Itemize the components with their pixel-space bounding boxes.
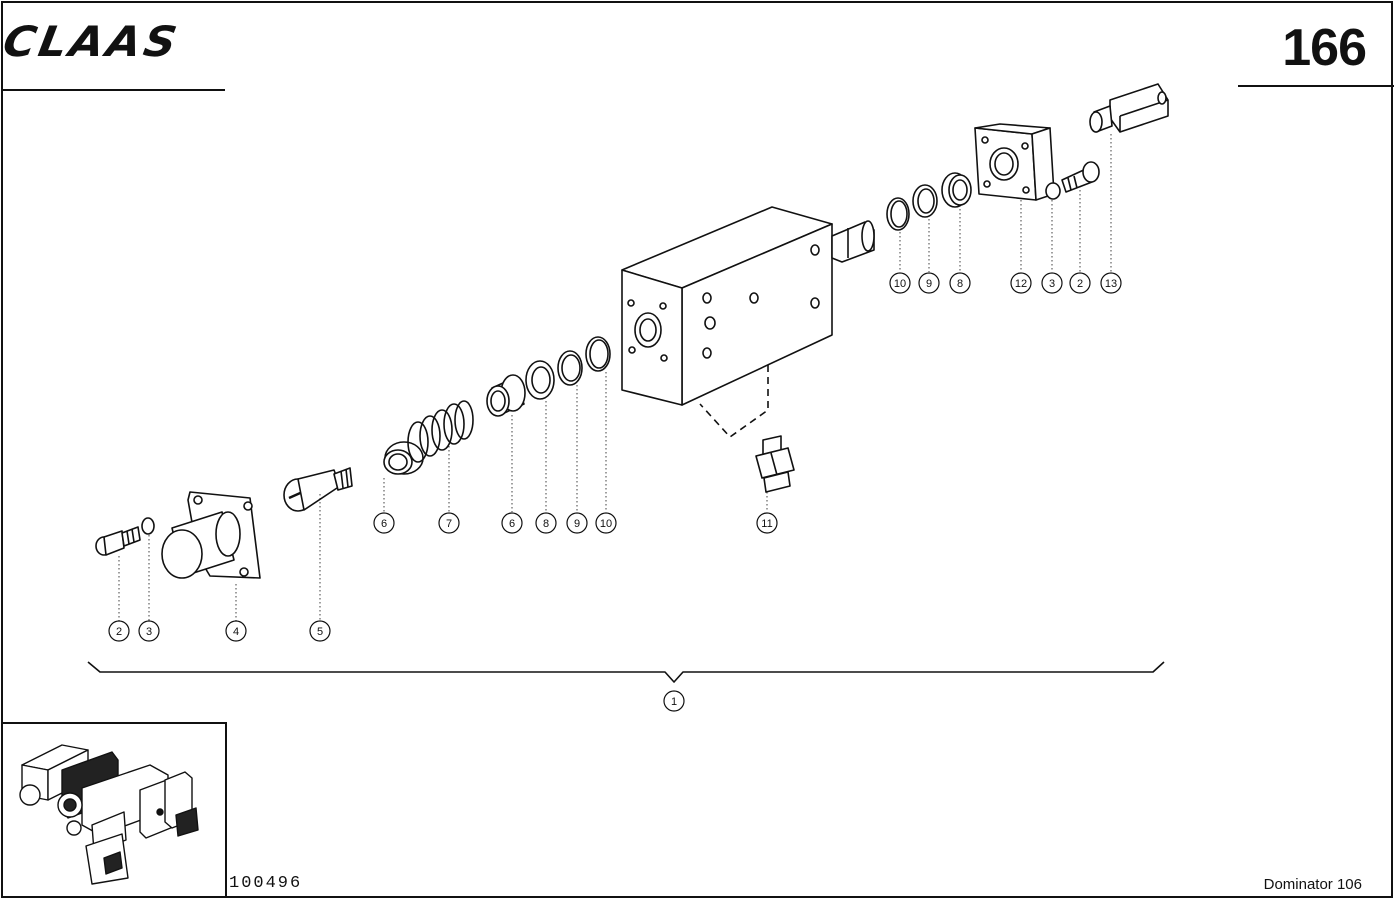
callout-9-right	[918, 272, 940, 294]
callout-4	[225, 620, 247, 642]
part-13-adapter	[1089, 83, 1169, 133]
part-5-plug-screw	[283, 467, 353, 512]
callout-label: 8	[957, 278, 963, 290]
page-number: 166	[1282, 19, 1367, 77]
part-11-fitting	[755, 435, 795, 493]
callout-label: 3	[146, 626, 152, 638]
inset-frame	[3, 722, 227, 897]
assembly-bracket	[87, 661, 1165, 683]
callout-label: 5	[317, 626, 323, 638]
callout-label: 9	[574, 518, 580, 530]
callout-13	[1100, 272, 1122, 294]
part-3-washer-left	[141, 517, 155, 535]
callout-11	[756, 512, 778, 534]
model-name: Dominator 106	[1263, 876, 1362, 893]
part-9-ring-right	[912, 184, 938, 218]
callout-label: 1	[671, 696, 677, 708]
callout-label: 2	[1077, 278, 1083, 290]
callout-label: 7	[446, 518, 452, 530]
callout-8-right	[949, 272, 971, 294]
callout-label: 4	[233, 626, 239, 638]
callout-label: 13	[1105, 278, 1117, 290]
callout-label: 11	[761, 518, 772, 530]
callout-8-left	[535, 512, 557, 534]
callout-10-left	[595, 512, 617, 534]
part-10-ring-right	[886, 197, 910, 231]
callout-3-left	[138, 620, 160, 642]
callout-label: 12	[1015, 278, 1027, 290]
part-6-bushing-left	[383, 441, 424, 475]
part-3-washer-right	[1045, 182, 1061, 200]
part-9-ring-left	[557, 350, 583, 386]
part-10-ring-left	[585, 336, 611, 372]
callout-3-right	[1041, 272, 1063, 294]
part-4-end-cover	[161, 491, 261, 579]
inset-assembly-thumbnail	[19, 744, 199, 885]
callout-label: 6	[381, 518, 387, 530]
callout-label: 2	[116, 626, 122, 638]
callout-label: 10	[600, 518, 612, 530]
callout-label: 6	[509, 518, 515, 530]
callout-2-right	[1069, 272, 1091, 294]
header-rule-right	[1238, 85, 1394, 87]
valve-block	[621, 206, 875, 438]
header-rule-left	[3, 89, 225, 91]
callout-label: 8	[543, 518, 549, 530]
callout-1	[663, 690, 685, 712]
callout-7	[438, 512, 460, 534]
callout-label: 3	[1049, 278, 1055, 290]
callout-5	[309, 620, 331, 642]
part-8-ring-left	[525, 360, 555, 400]
leader-lines	[118, 134, 1112, 621]
callout-2-left	[108, 620, 130, 642]
part-12-flange-plate	[974, 123, 1055, 201]
callout-6-left	[373, 512, 395, 534]
callout-6-right	[501, 512, 523, 534]
callout-label: 9	[926, 278, 932, 290]
part-2-screw-left	[95, 526, 141, 556]
part-2-screw-right	[1061, 161, 1100, 193]
document-code: 100496	[229, 874, 303, 893]
part-6-bushing-right	[486, 374, 526, 417]
callout-9-left	[566, 512, 588, 534]
callout-label: 10	[894, 278, 906, 290]
callout-10-right	[889, 272, 911, 294]
callout-12	[1010, 272, 1032, 294]
part-8-bushing-right	[941, 172, 972, 208]
part-7-spring	[407, 400, 474, 463]
